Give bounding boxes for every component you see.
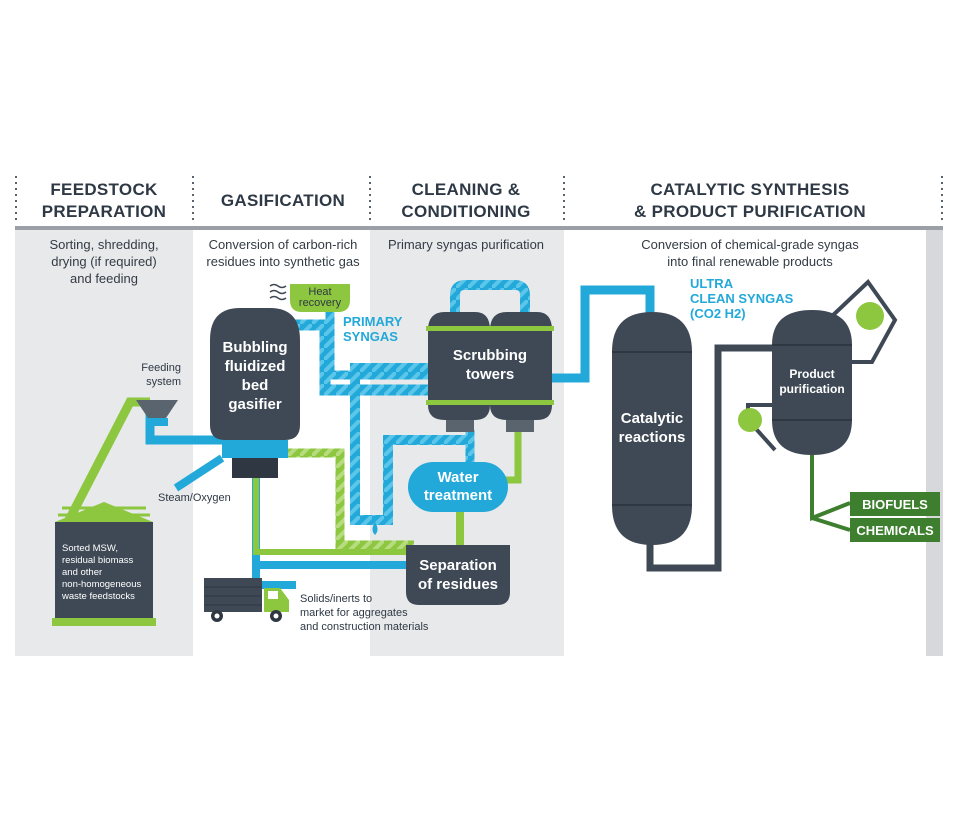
desc-feedstock-2: drying (if required) — [51, 254, 157, 269]
gasifier-label-1: Bubbling — [223, 339, 288, 356]
separation-label-1: Separation — [419, 557, 497, 574]
biofuels-label: BIOFUELS — [862, 497, 928, 512]
feeding-label-1: Feeding — [141, 362, 181, 374]
separation-label-2: of residues — [418, 576, 498, 593]
silo-label-3: and other — [62, 567, 102, 578]
water-treatment-node — [408, 462, 508, 512]
chemicals-label: CHEMICALS — [856, 523, 934, 538]
primary-syngas-pipe — [290, 319, 430, 396]
desc-feedstock-3: and feeding — [70, 271, 138, 286]
feeding-hopper — [136, 400, 178, 426]
purification-label-2: purification — [779, 382, 844, 396]
chemicals-outlet — [811, 516, 851, 532]
silo-label-4: non-homogeneous — [62, 579, 141, 590]
silo-label-5: waste feedstocks — [61, 591, 135, 602]
primary-syngas-label-1: PRIMARY — [343, 314, 403, 329]
steam-label: Steam/Oxygen — [158, 492, 231, 504]
ultra-syngas-label-1: ULTRA — [690, 276, 734, 291]
chemicals-badge — [850, 518, 940, 542]
water-label-1: Water — [437, 469, 478, 486]
steam-input-pipe — [173, 454, 225, 492]
purification-label-1: Product — [789, 367, 834, 381]
desc-cleaning-1: Primary syngas purification — [388, 237, 544, 252]
tower-to-water-green — [505, 430, 522, 484]
ultra-syngas-label-3: (CO2 H2) — [690, 306, 746, 321]
ultra-syngas-label-2: CLEAN SYNGAS — [690, 291, 794, 306]
biofuels-badge — [850, 492, 940, 516]
heading-feedstock-1: FEEDSTOCK — [50, 180, 158, 199]
gasifier-vessel — [210, 308, 300, 478]
separation-node — [406, 545, 510, 605]
feeding-label-2: system — [146, 376, 181, 388]
heat-label-1: Heat — [308, 286, 331, 298]
gasifier-label-2: fluidized — [225, 358, 286, 375]
primary-syngas-label-2: SYNGAS — [343, 329, 398, 344]
water-drop-icon — [372, 522, 378, 535]
header-rule — [15, 226, 943, 230]
catalytic-reactor — [612, 312, 692, 545]
desc-catalytic-2: into final renewable products — [667, 254, 833, 269]
truck-icon — [204, 578, 289, 622]
water-label-2: treatment — [424, 487, 492, 504]
heading-feedstock-2: PREPARATION — [42, 202, 167, 221]
heading-catalytic-2: & PRODUCT PURIFICATION — [634, 202, 866, 221]
catalytic-label-2: reactions — [619, 429, 686, 446]
return-loop-pipe — [350, 363, 470, 525]
purification-loop-top — [828, 278, 898, 364]
gasifier-label-4: gasifier — [228, 396, 282, 413]
catalytic-loop-pipe — [646, 344, 778, 572]
heading-catalytic-1: CATALYTIC SYNTHESIS — [650, 180, 849, 199]
heat-label-2: recovery — [299, 297, 342, 309]
section-dividers — [15, 176, 943, 222]
heat-icon — [269, 283, 287, 301]
recirculation-pump-top — [856, 302, 884, 330]
scrubbing-towers — [426, 312, 554, 432]
silo-label-2: residual biomass — [62, 555, 134, 566]
desc-catalytic-1: Conversion of chemical-grade syngas — [641, 237, 859, 252]
recirculation-pump-left — [738, 408, 762, 432]
silo-label-1: Sorted MSW, — [62, 543, 118, 554]
heading-cleaning-1: CLEANING & — [412, 180, 521, 199]
desc-feedstock-1: Sorting, shredding, — [49, 237, 158, 252]
residue-pipe-1 — [285, 448, 414, 550]
solids-label-1: Solids/inerts to — [300, 593, 372, 605]
heading-gasification: GASIFICATION — [221, 191, 345, 210]
scrubbing-label-1: Scrubbing — [453, 347, 527, 364]
panel-edge — [926, 228, 943, 656]
ultra-syngas-pipe — [552, 285, 655, 383]
tower-arch-pipe — [450, 280, 530, 318]
scrubbing-label-2: towers — [466, 366, 514, 383]
feedstock-silo — [52, 502, 156, 626]
gasifier-label-3: bed — [242, 377, 269, 394]
desc-gasification-2: residues into synthetic gas — [206, 254, 360, 269]
heading-cleaning-2: CONDITIONING — [401, 202, 530, 221]
catalytic-label-1: Catalytic — [621, 410, 684, 427]
heat-recovery-unit — [269, 283, 350, 312]
solids-label-2: market for aggregates — [300, 607, 408, 619]
biofuels-outlet — [810, 455, 851, 521]
desc-gasification-1: Conversion of carbon-rich — [209, 237, 358, 252]
residue-pipe-2 — [253, 478, 414, 555]
purification-vessel — [772, 310, 852, 455]
solids-label-3: and construction materials — [300, 621, 429, 633]
